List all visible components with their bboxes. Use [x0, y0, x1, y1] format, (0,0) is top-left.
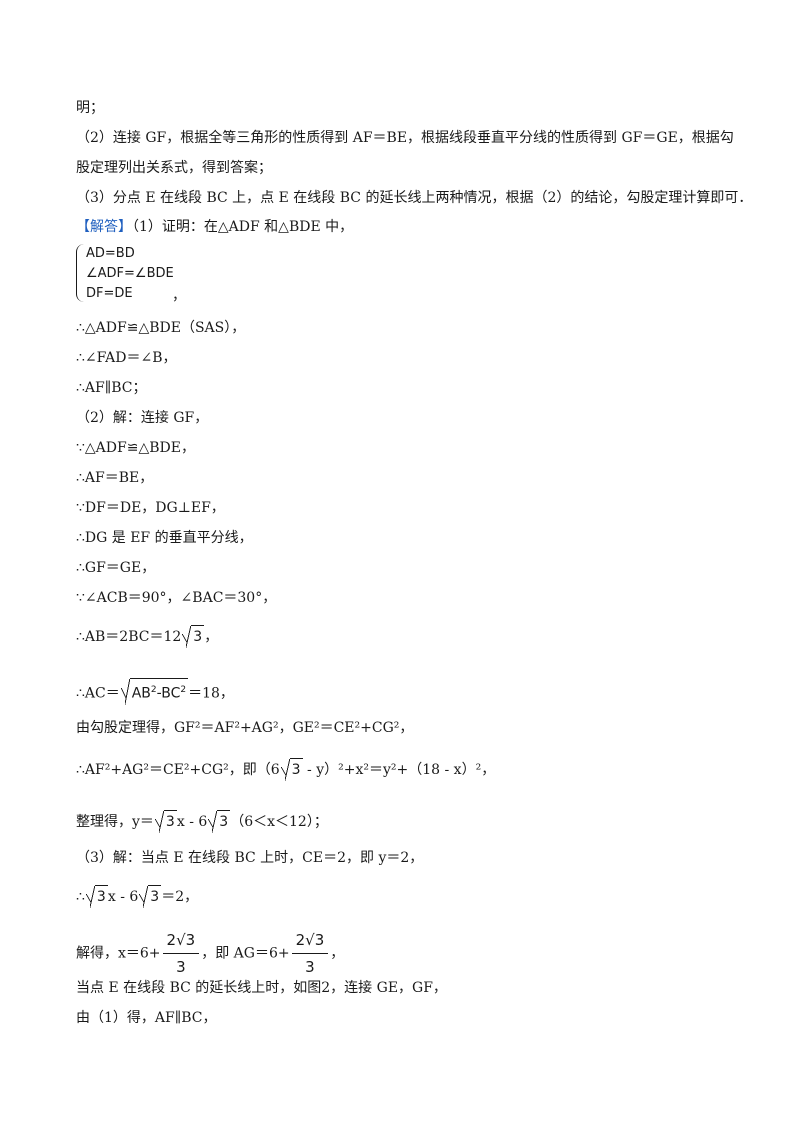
text-line: （3）解：当点 E 在线段 BC 上时，CE＝2，即 y＝2， [76, 850, 424, 866]
sqrt-symbol: 3 [139, 885, 162, 908]
formula-line: ∴AC＝AB2-BC2＝18， [76, 678, 234, 705]
text-line: ∴∠FAD＝∠B， [76, 350, 177, 366]
text-line: ∴AF∥BC； [76, 380, 147, 396]
text-line: ∴AF＝BE， [76, 470, 154, 486]
text-line: （3）分点 E 在线段 BC 上，点 E 在线段 BC 的延长线上两种情况，根据… [76, 190, 753, 206]
system-comma: ， [172, 288, 186, 304]
system-line-2: ∠ADF=∠BDE [86, 266, 174, 281]
answer-heading: 【解答】（1）证明：在△ADF 和△BDE 中， [76, 217, 353, 237]
text-line: 股定理列出关系式，得到答案； [76, 160, 272, 176]
text-line: 由勾股定理得，GF²＝AF²+AG²，GE²＝CE²+CG²， [76, 720, 414, 736]
text-line: 明； [76, 100, 104, 116]
sqrt-symbol: 3 [182, 625, 205, 648]
sqrt-symbol: AB2-BC2 [120, 678, 189, 705]
text-line: 由（1）得，AF∥BC， [76, 1010, 217, 1026]
system-line-1: AD=BD [86, 246, 135, 261]
sqrt-symbol: 3 [85, 885, 108, 908]
text-line: （2）解：连接 GF， [76, 410, 209, 426]
text-line: ∵∠ACB＝90°，∠BAC＝30°， [76, 590, 277, 606]
text-line: ∴DG 是 EF 的垂直平分线， [76, 530, 253, 546]
text-line: ∵DF＝DE，DG⊥EF， [76, 500, 225, 516]
answer-text: （1）证明：在△ADF 和△BDE 中， [132, 219, 354, 235]
text-line: ∵△ADF≌△BDE， [76, 440, 195, 456]
sqrt-symbol: 3 [208, 810, 231, 833]
text-line: ∴GF＝GE， [76, 560, 156, 576]
text-line: ∴△ADF≌△BDE（SAS）， [76, 320, 246, 336]
text-line: （2）连接 GF，根据全等三角形的性质得到 AF＝BE，根据线段垂直平分线的性质… [76, 130, 734, 146]
text-line: 当点 E 在线段 BC 的延长线上时，如图2，连接 GE，GF， [76, 980, 447, 996]
system-line-3: DF=DE [86, 286, 133, 301]
sqrt-symbol: 3 [280, 758, 303, 781]
answer-tag: 【解答】 [76, 219, 132, 235]
system-brace [76, 244, 85, 302]
sqrt-symbol: 3 [154, 810, 177, 833]
